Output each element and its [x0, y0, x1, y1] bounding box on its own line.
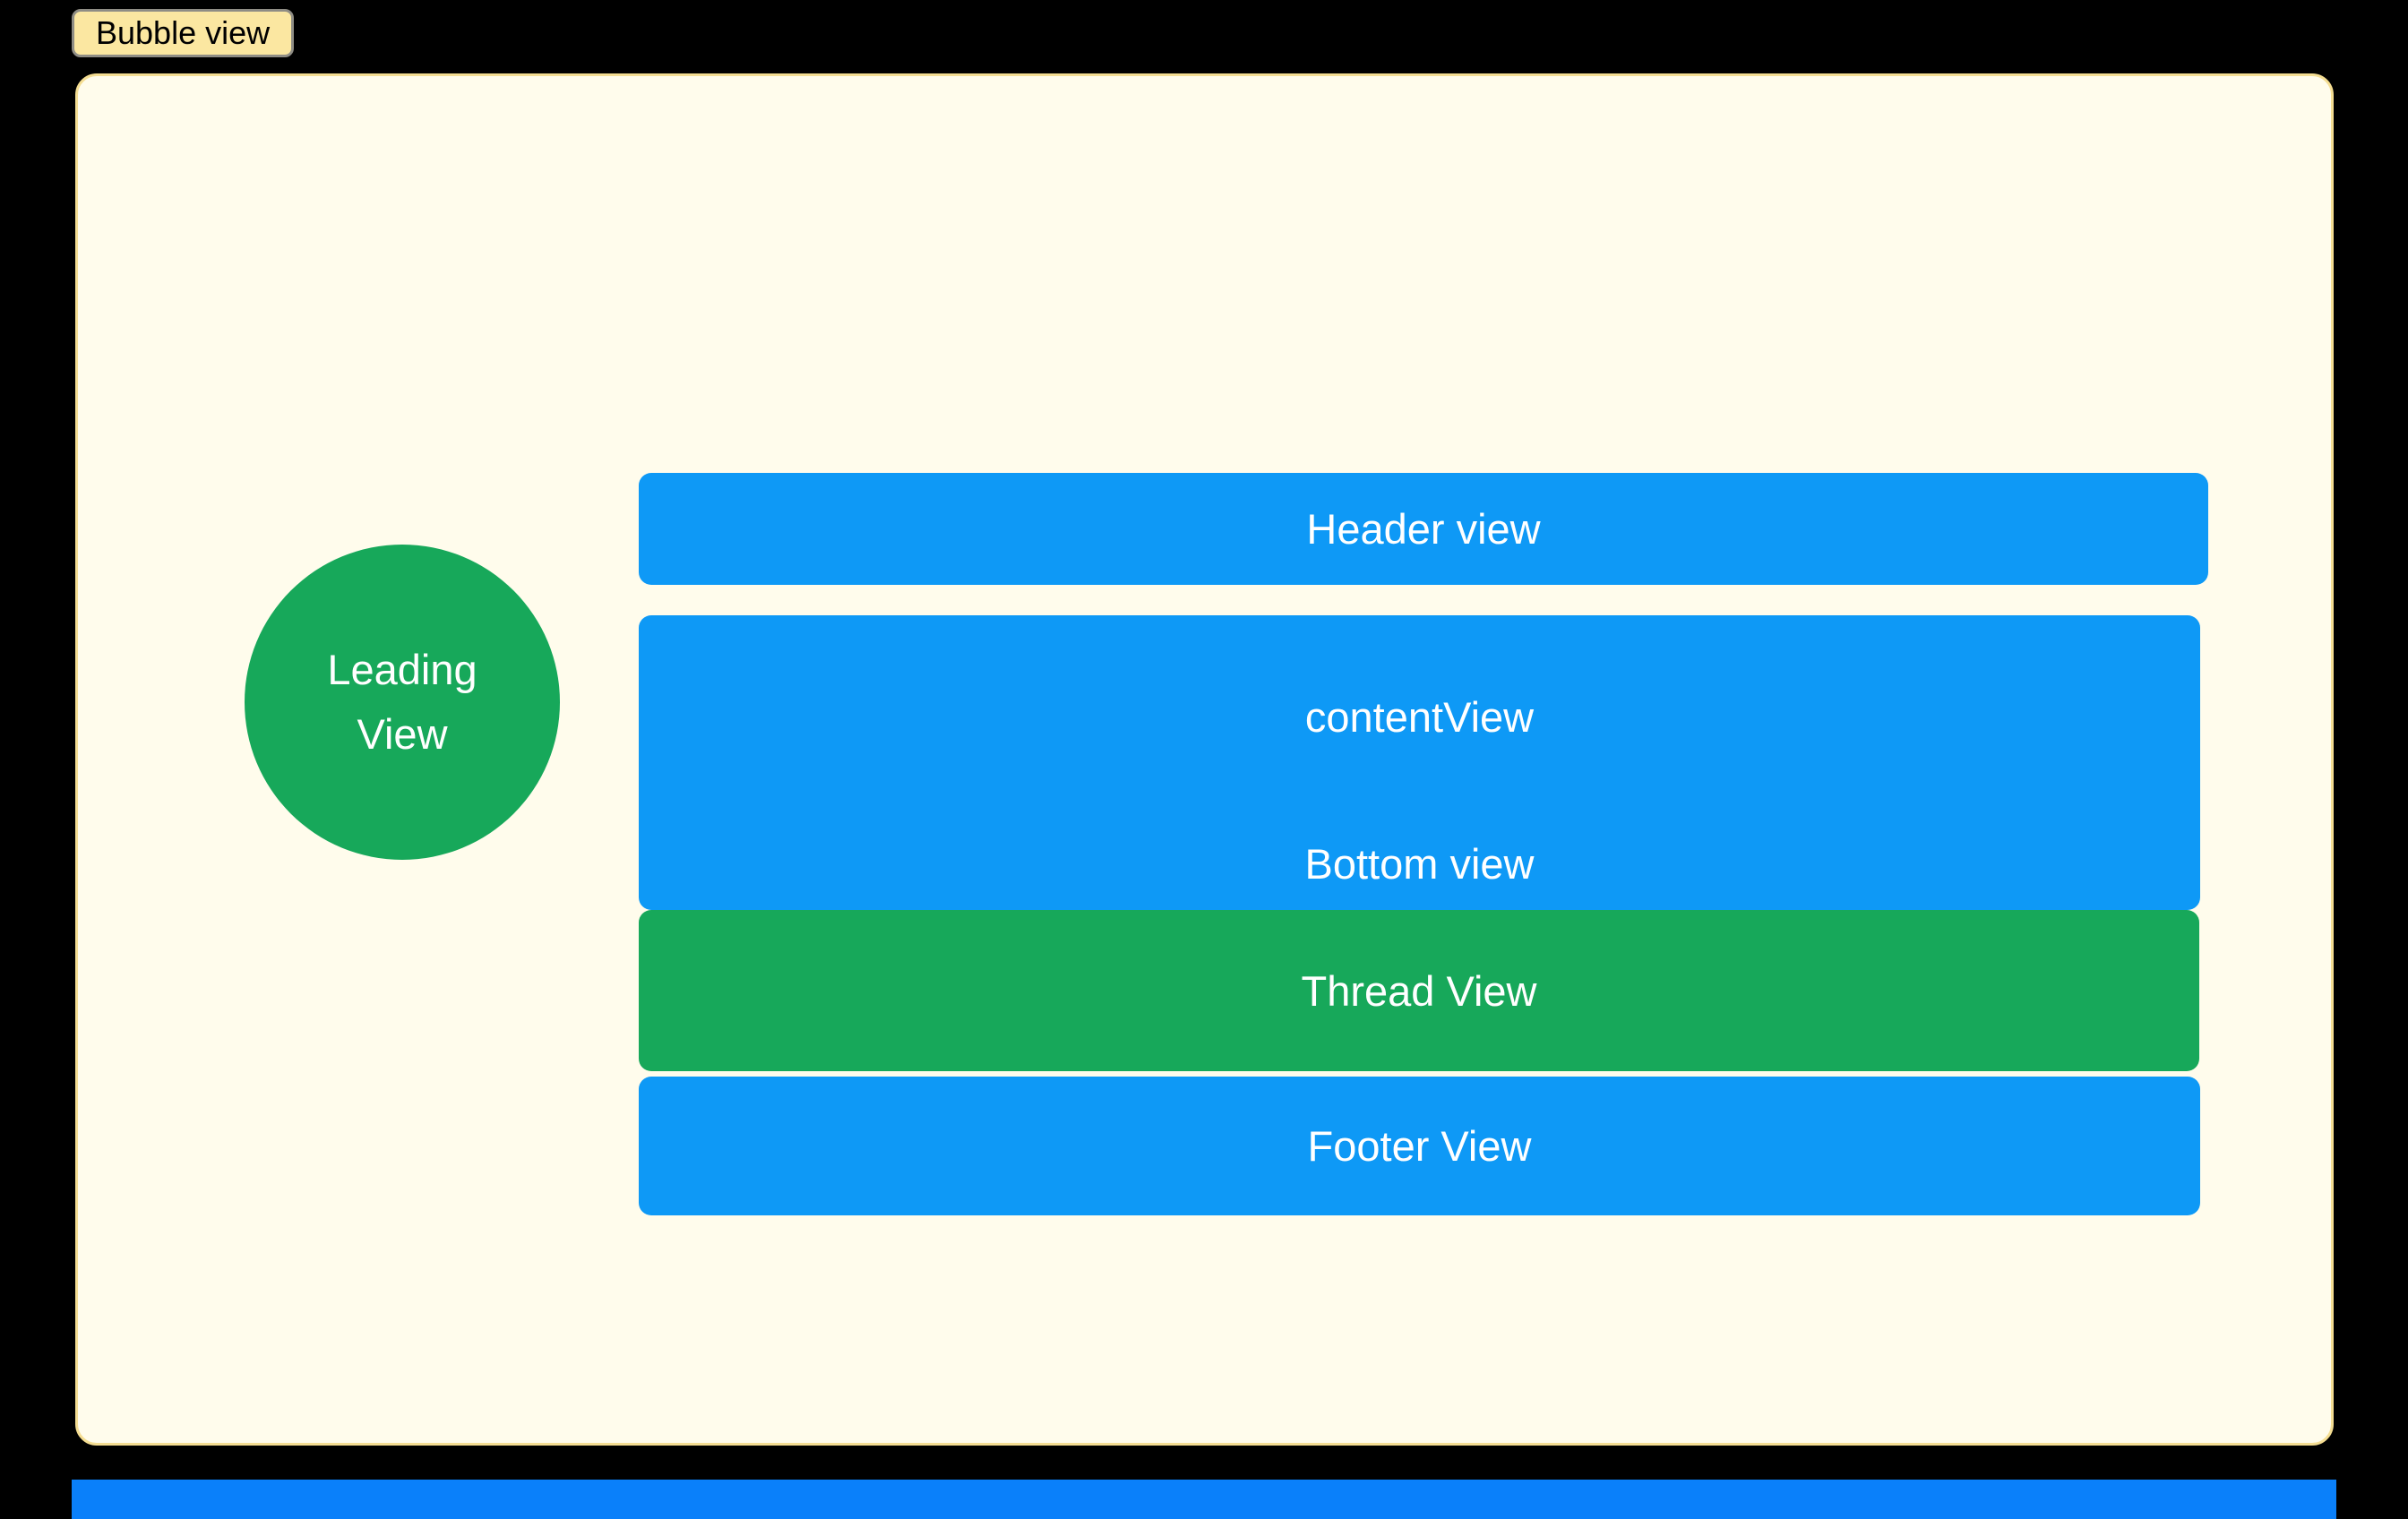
content-view-block[interactable]: contentView Bottom view	[639, 615, 2200, 910]
thread-view-bar[interactable]: Thread View	[639, 910, 2199, 1071]
thread-view-label: Thread View	[1301, 966, 1537, 1015]
bottom-view-label: Bottom view	[1304, 840, 1535, 888]
bottom-edge-strip	[72, 1480, 2336, 1519]
footer-view-bar[interactable]: Footer View	[639, 1077, 2200, 1215]
footer-view-label: Footer View	[1307, 1122, 1532, 1170]
leading-view-circle[interactable]: Leading View	[245, 545, 560, 860]
leading-view-label-line2: View	[357, 710, 448, 758]
bubble-view-chip[interactable]: Bubble view	[72, 9, 295, 57]
content-view-section[interactable]: contentView	[639, 615, 2200, 818]
bottom-view-section[interactable]: Bottom view	[639, 818, 2200, 910]
bubble-view-chip-label: Bubble view	[96, 14, 271, 51]
header-view-bar[interactable]: Header view	[639, 473, 2208, 585]
header-view-label: Header view	[1306, 505, 1541, 553]
content-view-label: contentView	[1304, 692, 1535, 741]
leading-view-label-line1: Leading	[327, 646, 477, 693]
